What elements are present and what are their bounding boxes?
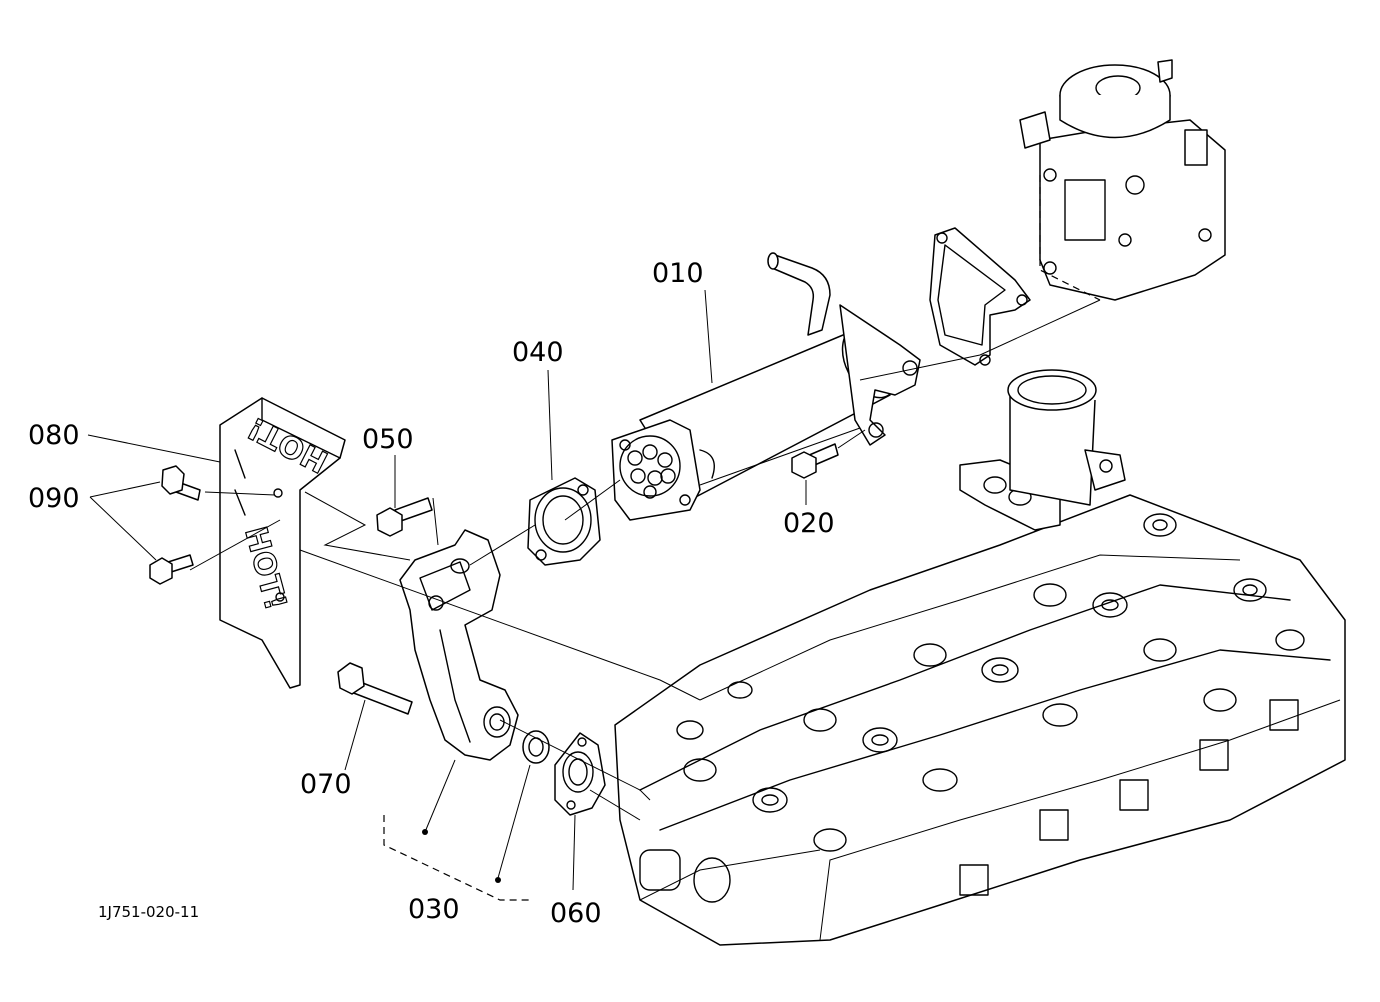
- label-010: 010: [652, 258, 704, 289]
- bolt-090-lower: [149, 554, 194, 585]
- egr-valve: [1019, 59, 1226, 301]
- label-080: 080: [28, 420, 80, 451]
- label-060: 060: [550, 898, 602, 929]
- bolt-050: [376, 497, 433, 537]
- heat-shield-plate: HOT! HOT!: [219, 397, 346, 689]
- leader-lines: [87, 289, 807, 891]
- bolt-090-upper: [161, 465, 201, 501]
- label-020: 020: [783, 508, 835, 539]
- label-070: 070: [300, 769, 352, 800]
- drawing-reference: 1J751-020-11: [98, 903, 199, 921]
- cooler-gasket: [527, 477, 601, 566]
- egr-valve-gasket: [929, 227, 1031, 366]
- label-090: 090: [28, 483, 80, 514]
- assembly-axis-lines: [189, 299, 1101, 821]
- pipe-gasket: [554, 732, 606, 816]
- label-030: 030: [408, 894, 460, 925]
- egr-pipe: [399, 529, 519, 761]
- ring-gasket: [522, 730, 550, 764]
- egr-cooler: [611, 252, 921, 521]
- water-flange: [959, 369, 1126, 531]
- group-030-bracket: [383, 815, 530, 901]
- bolt-070: [337, 662, 413, 715]
- label-040: 040: [512, 337, 564, 368]
- bolt-020: [791, 443, 839, 479]
- cylinder-head: [614, 494, 1346, 946]
- label-050: 050: [362, 424, 414, 455]
